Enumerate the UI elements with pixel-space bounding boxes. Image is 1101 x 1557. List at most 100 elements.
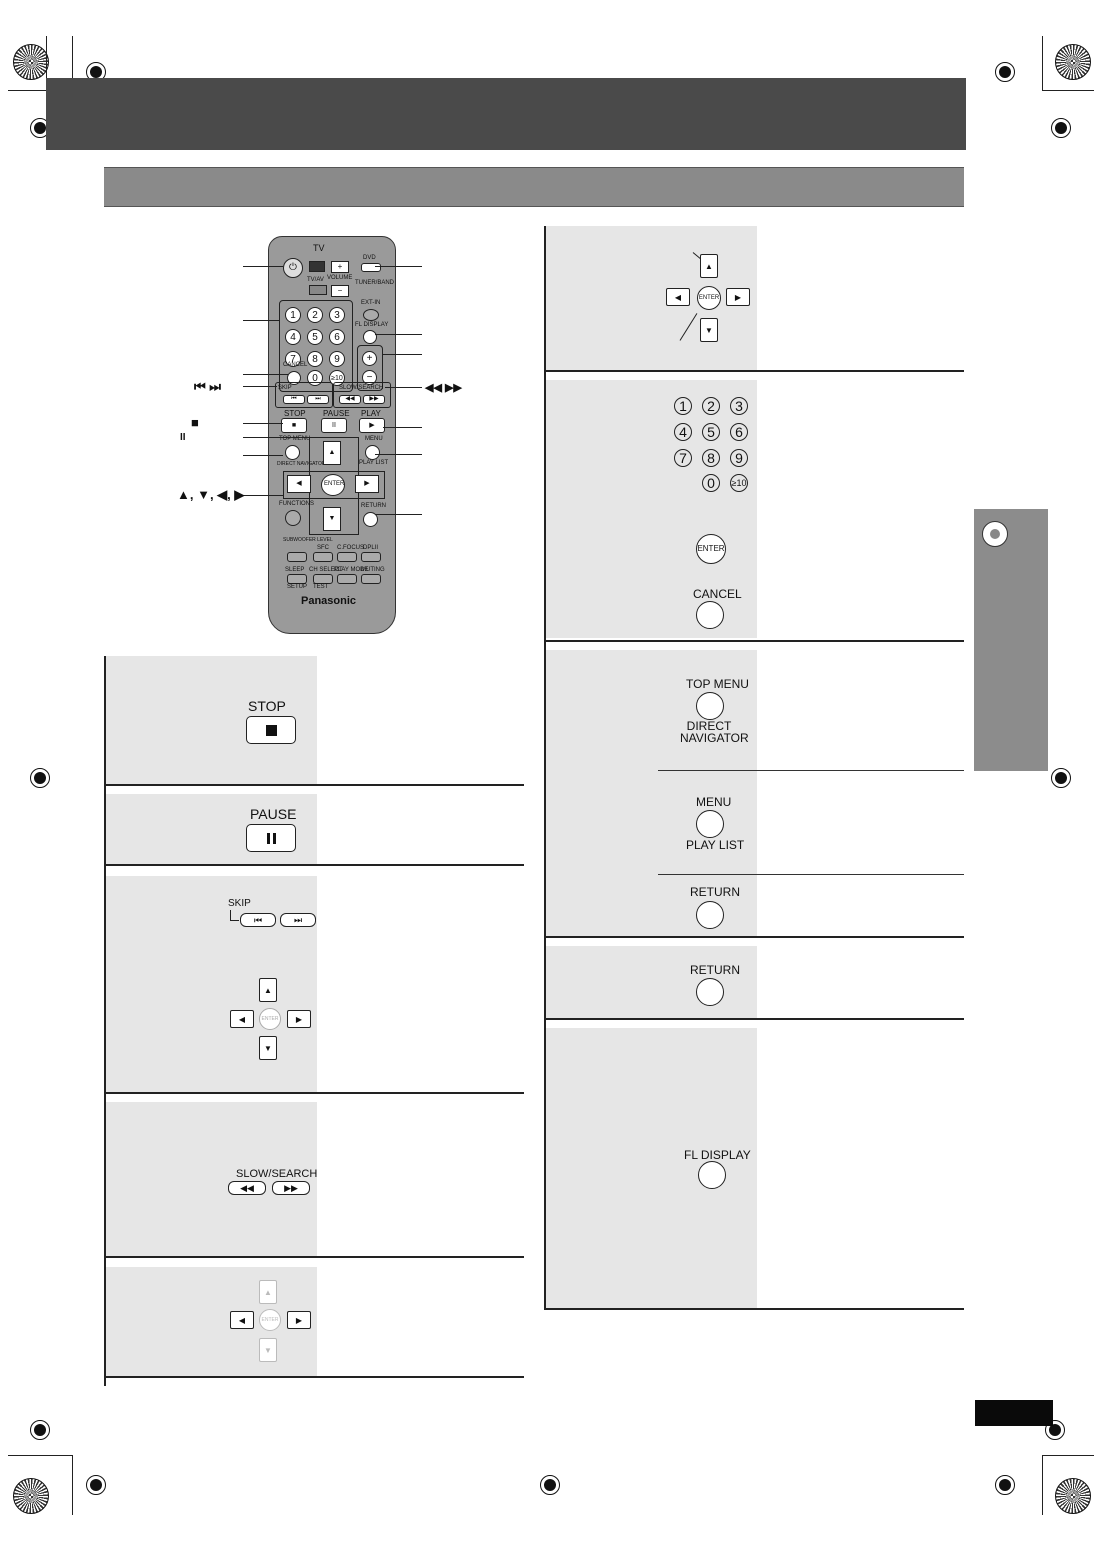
panel-divider bbox=[104, 1092, 524, 1094]
pause-panel-button[interactable] bbox=[246, 824, 296, 852]
fl-display-panel-button[interactable] bbox=[698, 1161, 726, 1189]
num-key[interactable]: 6 bbox=[329, 329, 345, 345]
skip-back-button[interactable]: ⏮ bbox=[283, 395, 305, 404]
volume-down-button[interactable]: − bbox=[362, 370, 377, 385]
num-key-right[interactable]: ≥10 bbox=[730, 474, 748, 492]
remote-tv-label: TV bbox=[313, 243, 325, 253]
return-label-2: RETURN bbox=[690, 963, 740, 977]
stop-button[interactable]: ■ bbox=[281, 418, 307, 433]
skip-forward-panel-button[interactable]: ⏭ bbox=[280, 913, 316, 927]
subwoofer-button[interactable] bbox=[287, 552, 307, 562]
enter-panel-label: ENTER bbox=[261, 1016, 279, 1022]
leader-line bbox=[375, 514, 422, 515]
return-panel-button-2[interactable] bbox=[696, 978, 724, 1006]
leader-line bbox=[243, 437, 323, 438]
num-key[interactable]: 5 bbox=[307, 329, 323, 345]
dpad-down-panel-button[interactable]: ▼ bbox=[259, 1036, 277, 1060]
dpad-left-panel-button[interactable]: ◀ bbox=[230, 1010, 254, 1028]
num-key-right[interactable]: 5 bbox=[702, 423, 720, 441]
search-forward-panel-button[interactable]: ▶▶ bbox=[272, 1181, 310, 1195]
num-key[interactable]: 9 bbox=[329, 351, 345, 367]
menu-panel-button[interactable] bbox=[696, 810, 724, 838]
leader-line bbox=[383, 354, 422, 355]
enter-number-button[interactable]: ENTER bbox=[696, 534, 726, 564]
c-focus-button[interactable] bbox=[337, 552, 357, 562]
play-button[interactable]: ▶ bbox=[359, 418, 385, 433]
num-key[interactable]: 4 bbox=[285, 329, 301, 345]
enter-panel-button[interactable]: ENTER bbox=[259, 1008, 281, 1030]
dpad-down-button[interactable]: ▼ bbox=[323, 507, 341, 531]
leader-line bbox=[385, 387, 422, 388]
crop-line bbox=[72, 36, 73, 90]
num-key-right[interactable]: 2 bbox=[702, 397, 720, 415]
num-key-right[interactable]: 7 bbox=[674, 449, 692, 467]
tv-av-button[interactable] bbox=[309, 285, 327, 295]
cancel-panel-button[interactable] bbox=[696, 601, 724, 629]
skip-back-panel-button[interactable]: ⏮ bbox=[240, 913, 276, 927]
dpad-up-button[interactable]: ▲ bbox=[323, 441, 341, 465]
remote-functions-label: FUNCTIONS bbox=[279, 501, 314, 507]
dpad-up-panel-button[interactable]: ▲ bbox=[259, 978, 277, 1002]
enter-right-button[interactable]: ENTER bbox=[697, 286, 721, 310]
tv-power-button[interactable] bbox=[309, 261, 325, 272]
dpad-up-faded-button: ▲ bbox=[259, 1280, 277, 1304]
top-menu-panel-button[interactable] bbox=[696, 692, 724, 720]
top-menu-button[interactable] bbox=[285, 445, 300, 460]
fl-display-button[interactable] bbox=[363, 330, 377, 344]
volume-up-button[interactable]: + bbox=[362, 351, 377, 366]
crosshair-mark bbox=[995, 1475, 1015, 1495]
tv-volume-down[interactable]: − bbox=[331, 285, 349, 297]
panel-divider bbox=[544, 370, 964, 372]
enter-button[interactable]: ENTER bbox=[321, 474, 345, 496]
menu-button[interactable] bbox=[365, 445, 380, 460]
dvd-button[interactable] bbox=[361, 263, 381, 272]
dolby-button[interactable] bbox=[361, 552, 381, 562]
num-key[interactable]: 3 bbox=[329, 307, 345, 323]
muting-button[interactable] bbox=[361, 574, 381, 584]
search-forward-button[interactable]: ▶▶ bbox=[363, 395, 385, 404]
dpad-left-button[interactable]: ◀ bbox=[287, 475, 311, 493]
sfc-button[interactable] bbox=[313, 552, 333, 562]
pause-button[interactable]: II bbox=[321, 418, 347, 433]
dpad-right-right-button[interactable]: ▶ bbox=[726, 288, 750, 306]
dpad-down-right-button[interactable]: ▼ bbox=[700, 318, 718, 342]
num-key[interactable]: 2 bbox=[307, 307, 323, 323]
num-key-right[interactable]: 8 bbox=[702, 449, 720, 467]
num-key-right[interactable]: 6 bbox=[730, 423, 748, 441]
num-key[interactable]: 1 bbox=[285, 307, 301, 323]
crosshair-mark bbox=[1045, 1420, 1065, 1440]
dpad-left-panel-button-2[interactable]: ◀ bbox=[230, 1311, 254, 1329]
dpad-right-panel-button[interactable]: ▶ bbox=[287, 1010, 311, 1028]
crop-line bbox=[46, 36, 47, 98]
panel-divider bbox=[544, 1308, 964, 1310]
dpad-up-right-button[interactable]: ▲ bbox=[700, 254, 718, 278]
cancel-button[interactable] bbox=[287, 371, 301, 385]
num-key[interactable]: 8 bbox=[307, 351, 323, 367]
dpad-right-button[interactable]: ▶ bbox=[355, 475, 379, 493]
play-mode-button[interactable] bbox=[337, 574, 357, 584]
num-key-right[interactable]: 4 bbox=[674, 423, 692, 441]
stop-panel-button[interactable] bbox=[246, 716, 296, 744]
num-key-right[interactable]: 3 bbox=[730, 397, 748, 415]
functions-button[interactable] bbox=[285, 510, 301, 526]
dpad-left-right-button[interactable]: ◀ bbox=[666, 288, 690, 306]
ch-select-button[interactable] bbox=[313, 574, 333, 584]
sleep-button[interactable] bbox=[287, 574, 307, 584]
remote-dolby-label: DPLII bbox=[363, 545, 379, 551]
tv-volume-up[interactable]: + bbox=[331, 261, 349, 273]
search-back-button[interactable]: ◀◀ bbox=[339, 395, 361, 404]
return-button[interactable] bbox=[363, 512, 378, 527]
power-button[interactable]: ⏻ bbox=[283, 258, 303, 278]
num-key[interactable]: 7 bbox=[285, 351, 301, 367]
num-key-right[interactable]: 1 bbox=[674, 397, 692, 415]
num-key-right[interactable]: 0 bbox=[702, 474, 720, 492]
search-back-panel-button[interactable]: ◀◀ bbox=[228, 1181, 266, 1195]
num-key-right[interactable]: 9 bbox=[730, 449, 748, 467]
callout-search: ◀◀ ▶▶ bbox=[425, 382, 462, 394]
return-panel bbox=[546, 946, 757, 1018]
registration-star-bottom-right bbox=[1055, 1478, 1091, 1514]
ext-in-button[interactable] bbox=[363, 309, 379, 321]
return-panel-button[interactable] bbox=[696, 901, 724, 929]
skip-forward-button[interactable]: ⏭ bbox=[307, 395, 329, 404]
dpad-right-panel-button-2[interactable]: ▶ bbox=[287, 1311, 311, 1329]
